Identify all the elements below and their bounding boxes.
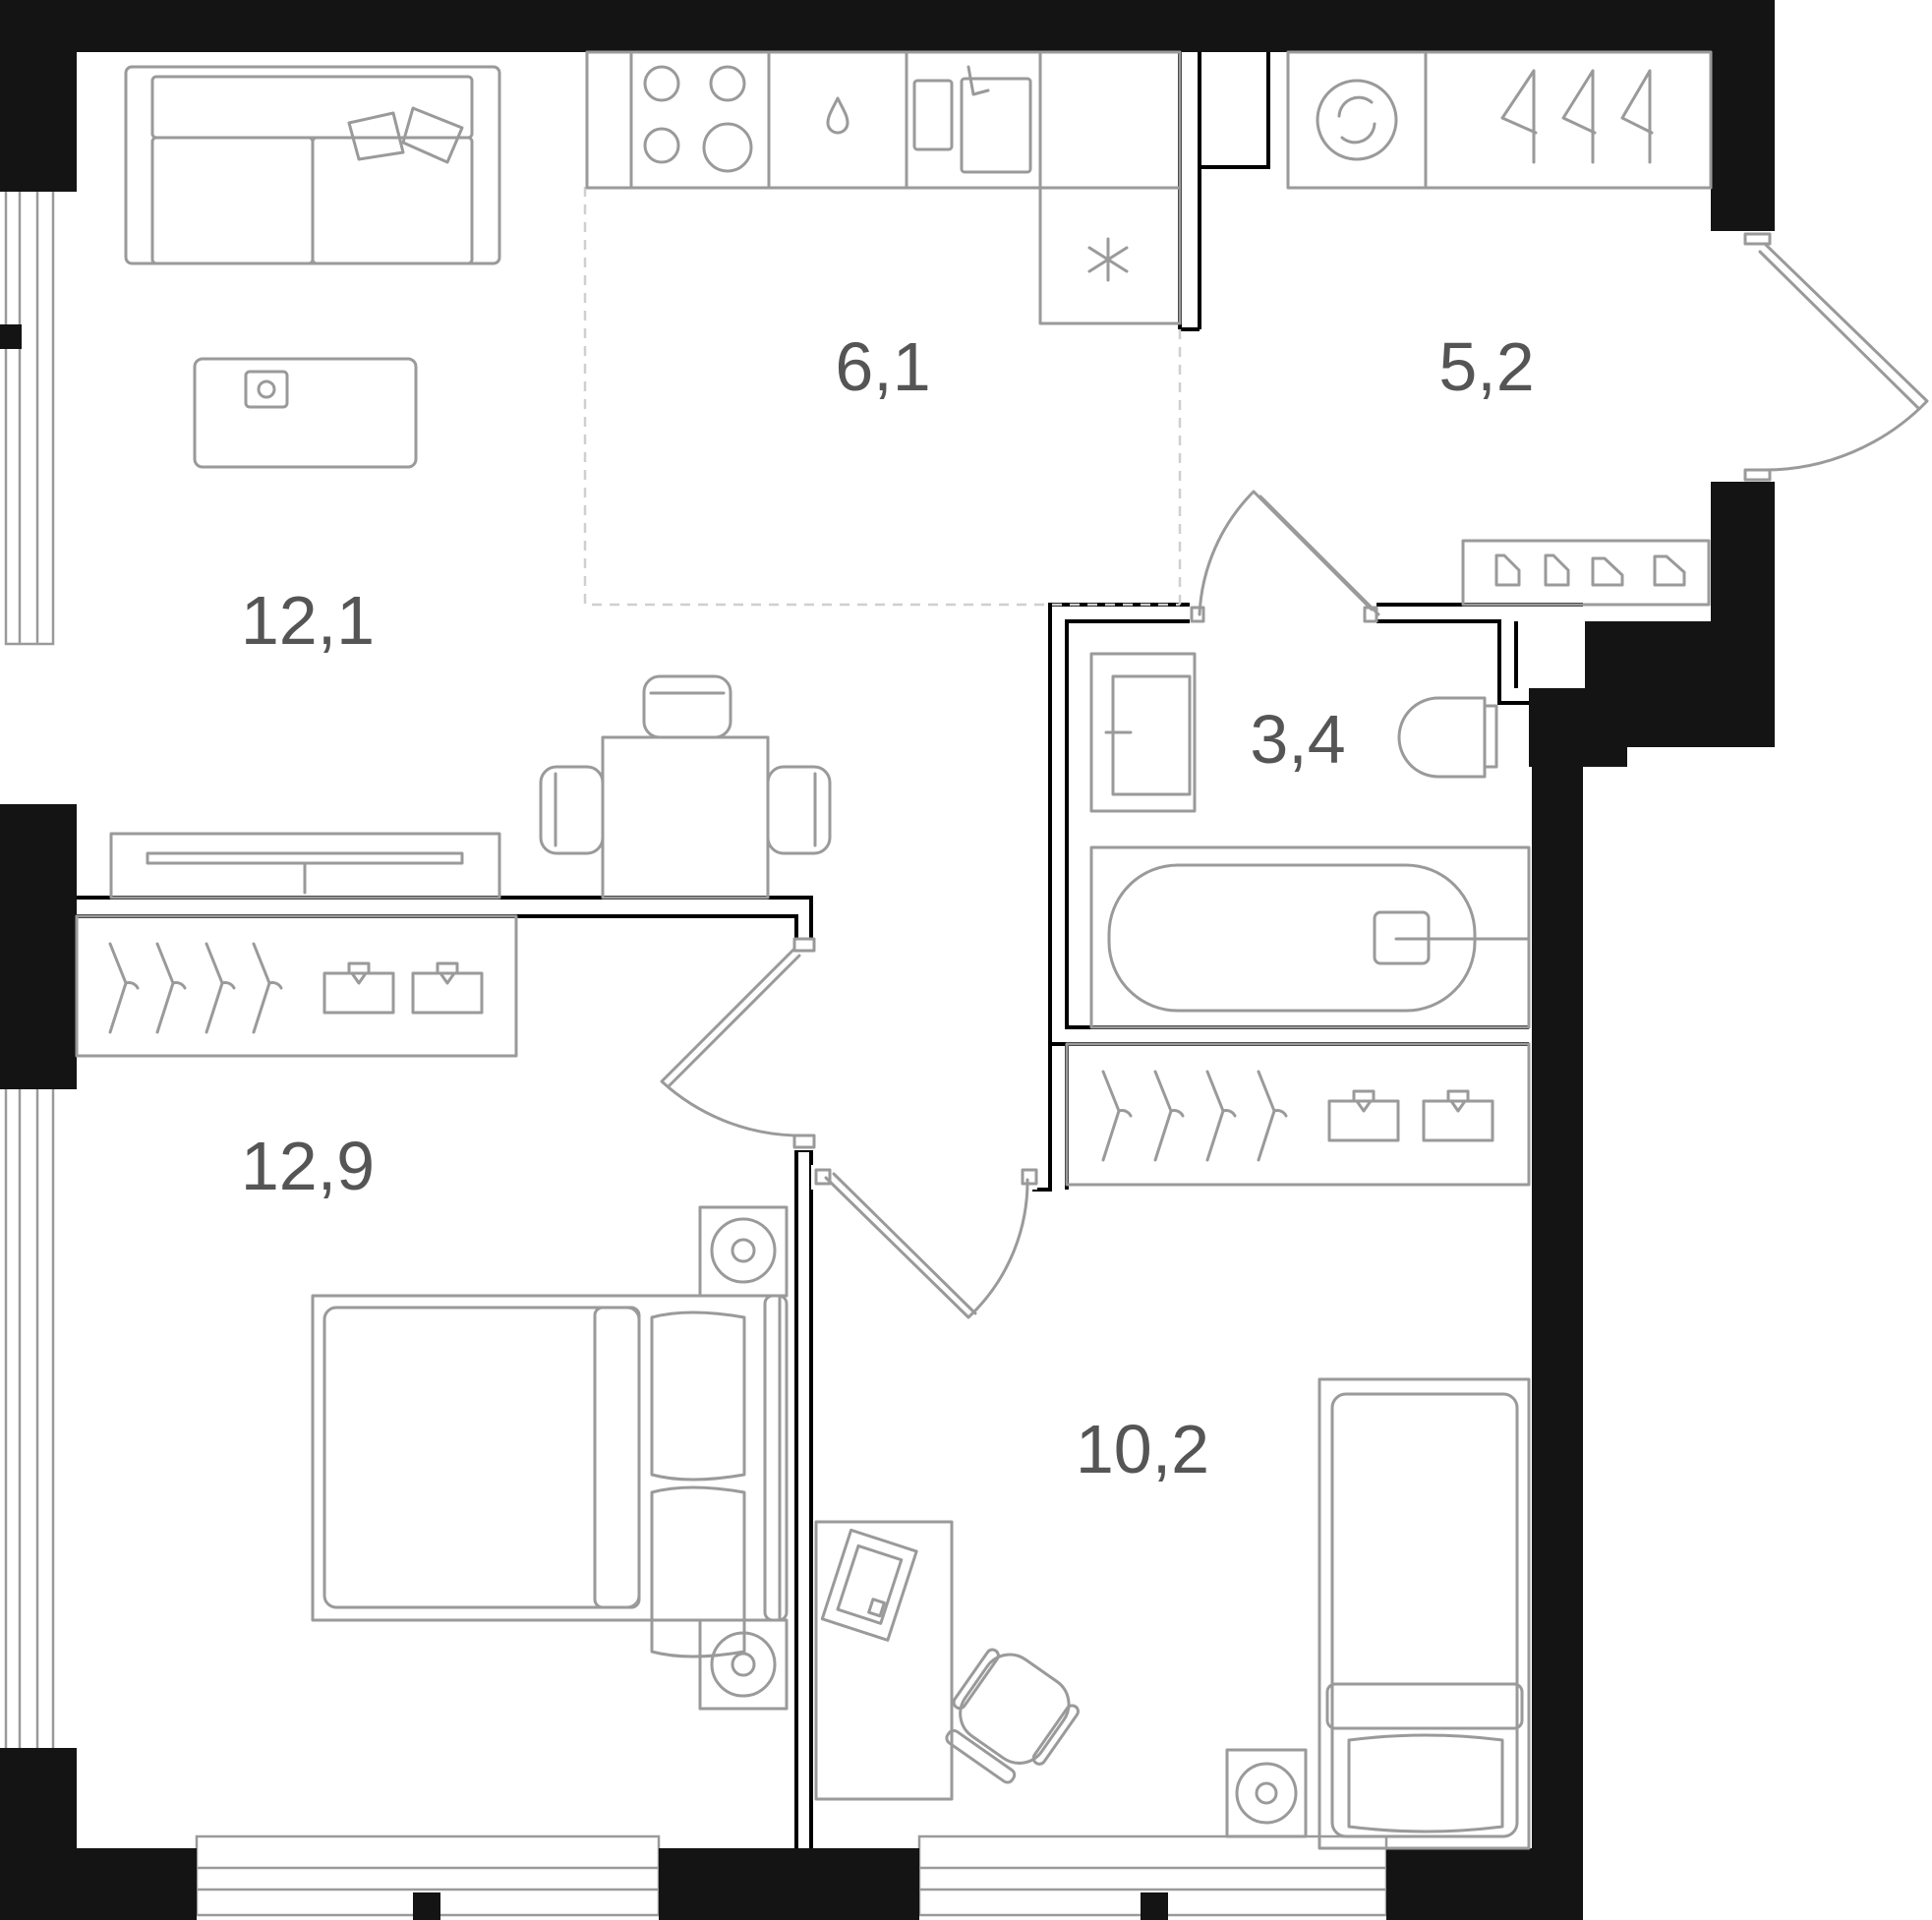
area-label-bedroom: 12,9 [241,1128,375,1204]
stove-icon [643,65,753,173]
bathtub-icon [1089,845,1531,1029]
area-label-bathroom: 3,4 [1250,701,1345,778]
double-bed-icon [311,1205,789,1711]
tv-stand-icon [109,832,501,900]
office-chair-icon [945,1648,1080,1784]
single-bed-icon [1225,1377,1531,1850]
wall-left-top [0,0,77,192]
wall-top [0,0,1775,52]
bedroom-door-icon [660,937,819,1150]
fridge-icon [1038,186,1182,325]
toilet-icon [1397,696,1498,779]
bathroom-door-icon [1190,490,1380,626]
wall-bottom-b [659,1848,919,1920]
partition-living-bedroom [77,896,813,939]
furniture [75,50,1713,1850]
washing-machine-icon [1286,50,1428,190]
window-bottom-right [917,1834,1388,1920]
wall-left-mid [0,804,77,1089]
wall-right [1532,688,1583,1920]
kitchen-counter-icon [585,50,1182,190]
second-bedroom-door-icon [811,1165,1038,1319]
bathroom-sink-icon [1089,652,1197,813]
area-label-hallway: 5,2 [1438,328,1534,405]
bedroom-wardrobe-icon [75,914,518,1058]
area-label-living-room: 12,1 [241,582,375,659]
area-label-kitchen: 6,1 [835,328,930,405]
interior-walls [77,52,1583,1848]
partition-bedrooms [794,1148,813,1848]
window-left-upper [0,170,55,646]
shoe-rack-icon [1461,539,1711,607]
second-wardrobe-icon [1065,1042,1531,1187]
entrance-door-icon [1743,231,1929,482]
area-label-second-bedroom: 10,2 [1076,1411,1209,1487]
water-drop-icon [826,96,849,135]
coffee-table-icon [193,357,418,469]
desk-icon [814,1520,1080,1801]
window-bottom-left [195,1834,661,1920]
exterior-walls [0,0,1775,1920]
dining-table-icon [539,674,832,900]
hall-wardrobe-icon [1424,50,1713,190]
wall-bottom-c [1386,1848,1583,1920]
sink-icon [912,65,1032,174]
kitchen-zone-boundary [583,187,1182,607]
wall-bottom-a [0,1848,197,1920]
doors [660,231,1929,1319]
partition-kitchen-hall [1178,52,1270,331]
sofa-icon [124,65,501,265]
area-labels: 12,1 6,1 5,2 3,4 12,9 10,2 [241,328,1535,1487]
wall-top-right [1711,0,1775,231]
